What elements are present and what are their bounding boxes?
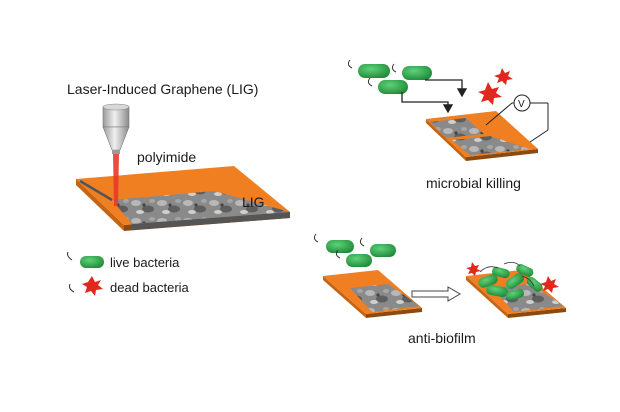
polyimide-label: polyimide — [137, 149, 196, 165]
biofilm-panel: anti-biofilm — [313, 233, 566, 346]
lig-surface — [112, 191, 290, 224]
live-bacterium-icon — [367, 77, 408, 94]
process-arrow-icon — [401, 92, 454, 114]
dead-bacterium-icon — [478, 82, 502, 105]
microbial-killing-label: microbial killing — [426, 175, 521, 191]
main-sheet — [76, 166, 290, 231]
dead-bacterium-icon — [466, 262, 481, 276]
dead-bacterium-icon — [69, 276, 103, 296]
anti-biofilm-label: anti-biofilm — [408, 330, 476, 346]
process-arrow-icon — [425, 79, 468, 98]
live-bacterium-icon — [359, 237, 396, 257]
process-arrow-icon — [411, 286, 461, 302]
voltmeter-icon: V — [513, 94, 531, 112]
killing-panel: V microbial killing — [347, 59, 549, 191]
legend: live bacteria dead bacteria — [67, 251, 190, 296]
biofilm-cluster — [478, 262, 543, 301]
legend-live-label: live bacteria — [110, 255, 180, 270]
live-bacterium-icon — [67, 251, 104, 268]
live-bacterium-icon — [347, 59, 390, 78]
dead-bacterium-icon — [540, 276, 559, 293]
laser-beam — [113, 154, 119, 206]
live-bacterium-icon — [313, 233, 354, 253]
voltmeter-label: V — [518, 99, 525, 110]
laser-nozzle-icon — [102, 103, 130, 154]
legend-dead-label: dead bacteria — [110, 280, 190, 295]
lig-label: LIG — [242, 194, 265, 210]
dead-bacterium-icon — [494, 68, 513, 85]
live-bacterium-icon — [335, 249, 372, 267]
live-bacterium-icon — [391, 63, 432, 80]
diagram-title: Laser-Induced Graphene (LIG) — [67, 81, 258, 97]
lig-surface — [350, 284, 420, 312]
